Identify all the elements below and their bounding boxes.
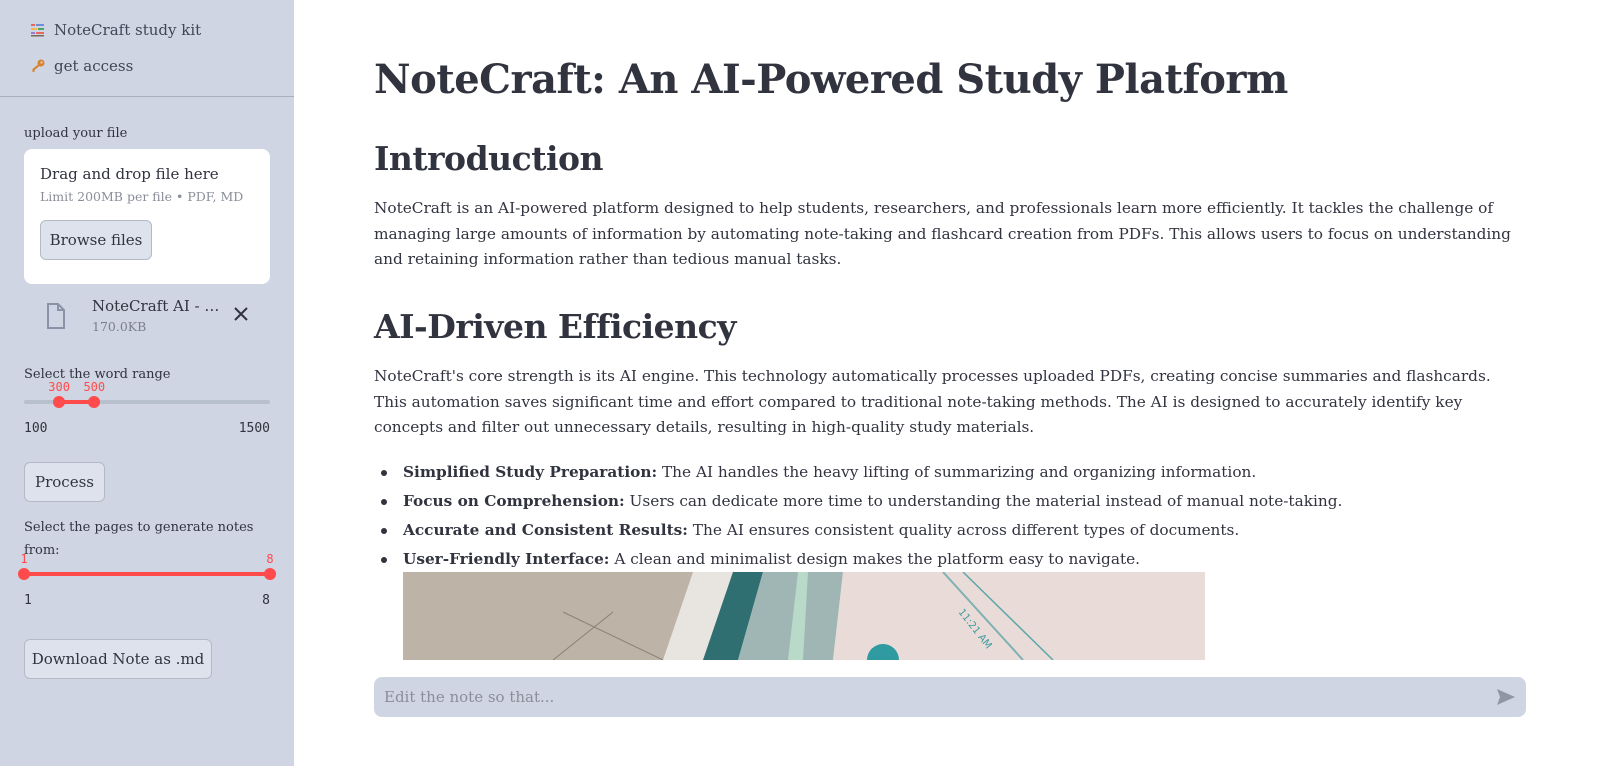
nav-item-label: get access [54,57,134,75]
ai-paragraph: NoteCraft's core strength is its AI engi… [374,367,1491,437]
pages-low-value: 1 [20,552,28,566]
nav-item-label: NoteCraft study kit [54,21,202,39]
edit-note-input-bar[interactable] [374,677,1526,717]
intro-heading: Introduction [374,139,604,178]
close-icon [234,307,248,321]
nav-item-study-kit[interactable]: NoteCraft study kit [30,12,294,48]
key-icon [30,58,54,74]
word-range-max: 1500 [238,421,270,436]
dropzone-title: Drag and drop file here [40,165,219,183]
word-range-low-value: 300 [48,380,70,394]
pages-min: 1 [24,593,32,608]
list-item: Simplified Study Preparation: The AI han… [374,458,1514,487]
list-item-text: A clean and minimalist design makes the … [609,550,1141,568]
process-button[interactable]: Process [24,462,105,502]
pages-label: Select the pages to generate notes from: [24,520,254,558]
upload-label: upload your file [24,126,128,141]
ai-heading: AI-Driven Efficiency [374,307,736,346]
download-note-button[interactable]: Download Note as .md [24,639,212,679]
list-item-text: The AI ensures consistent quality across… [687,521,1240,539]
slider-thumb-low[interactable] [18,568,30,580]
intro-paragraph: NoteCraft is an AI-powered platform desi… [374,199,1511,269]
file-size: 170.0KB [92,319,147,334]
list-item-title: User-Friendly Interface: [403,550,610,568]
edit-note-input[interactable] [384,688,1486,706]
file-name: NoteCraft AI - De... [92,297,228,315]
list-item-text: Users can dedicate more time to understa… [624,492,1343,510]
slider-thumb-low[interactable] [53,396,66,408]
slider-fill [59,400,95,404]
pages-high-value: 8 [266,552,274,566]
slider-thumb-high[interactable] [88,396,101,408]
slider-thumb-high[interactable] [264,568,276,580]
pages-max: 8 [262,593,270,608]
word-range-slider[interactable]: 300 500 100 1500 [24,380,270,440]
list-item: Focus on Comprehension: Users can dedica… [374,487,1514,516]
uploaded-file: NoteCraft AI - De... 170.0KB [46,297,260,341]
nav-item-get-access[interactable]: get access [30,48,294,84]
dropzone-limit: Limit 200MB per file • PDF, MD [40,189,244,204]
file-dropzone[interactable]: Drag and drop file here Limit 200MB per … [24,149,270,284]
list-item-text: The AI handles the heavy lifting of summ… [657,463,1257,481]
list-item: User-Friendly Interface: A clean and min… [374,545,1514,574]
remove-file-button[interactable] [234,301,248,326]
word-range-high-value: 500 [83,380,106,394]
list-item-title: Accurate and Consistent Results: [403,521,688,539]
slider-track [24,400,270,404]
sidebar: NoteCraft study kit get access upload yo… [0,0,294,766]
pages-range-slider[interactable]: 1 8 1 8 [18,552,276,612]
list-item-title: Focus on Comprehension: [403,492,625,510]
browse-files-button[interactable]: Browse files [40,220,152,260]
word-range-min: 100 [24,421,48,436]
books-icon [30,22,54,38]
file-icon [46,303,70,331]
list-item: Accurate and Consistent Results: The AI … [374,516,1514,545]
send-button[interactable] [1486,677,1526,717]
list-item-title: Simplified Study Preparation: [403,463,658,481]
sidebar-nav: NoteCraft study kit get access [0,0,294,97]
feature-list: Simplified Study Preparation: The AI han… [374,458,1514,574]
slider-fill [24,572,270,576]
send-icon [1497,689,1515,705]
page-title: NoteCraft: An AI-Powered Study Platform [374,56,1288,103]
word-range-label: Select the word range [24,367,171,382]
note-image: 11:21 AM [403,572,1205,660]
